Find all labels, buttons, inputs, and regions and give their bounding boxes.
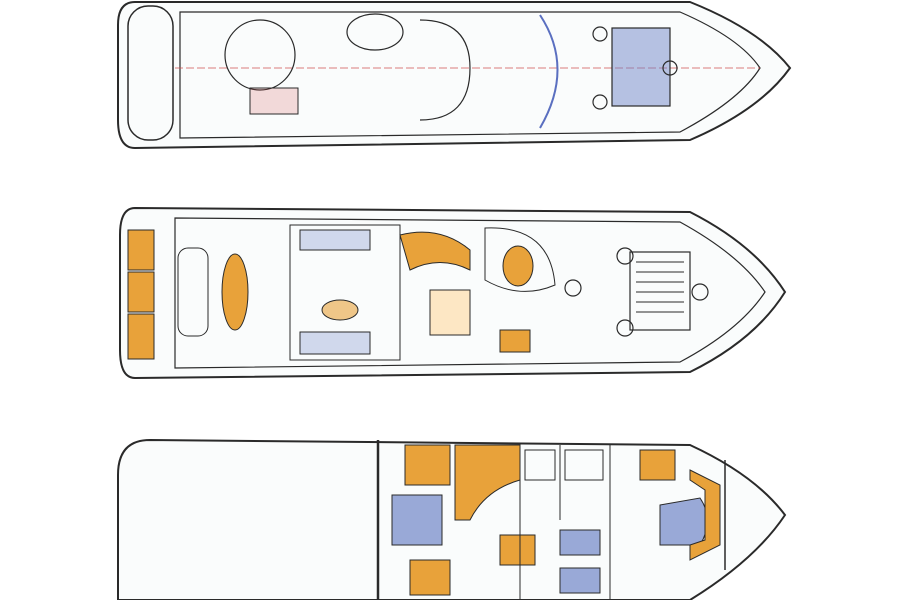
sunpad-stripes <box>636 261 684 313</box>
console-curve <box>419 19 471 121</box>
salon-sofa <box>299 229 371 251</box>
main-deck-plan <box>119 206 787 380</box>
flybridge-deck-plan <box>117 1 792 150</box>
cockpit-sofa <box>177 247 209 337</box>
salon-sofa <box>299 331 371 355</box>
cleat <box>592 94 608 110</box>
head <box>524 449 556 481</box>
main-deck-inner-outline <box>174 217 766 369</box>
cleat <box>691 283 709 301</box>
foredeck-sunpad <box>629 251 691 331</box>
vip-bed <box>659 497 708 546</box>
tender <box>127 5 174 141</box>
aft-cabin-bed <box>391 494 443 546</box>
windscreen <box>539 14 559 129</box>
forepeak-furniture <box>689 469 721 561</box>
helm-seat <box>499 329 531 353</box>
head <box>564 449 604 481</box>
swim-platform-cushion <box>127 313 155 360</box>
guest-bed <box>559 567 601 594</box>
dinette <box>484 227 556 292</box>
cabin-furniture <box>499 534 536 566</box>
lower-deck-hull-outline <box>117 438 787 600</box>
galley <box>429 289 471 336</box>
guest-bed <box>559 529 601 556</box>
stair-cabin <box>404 444 451 486</box>
cockpit-table <box>221 253 249 331</box>
salon <box>289 224 401 361</box>
hatch <box>564 279 582 297</box>
lower-deck-plan <box>117 438 787 600</box>
cabin-furniture <box>639 449 676 481</box>
wet-bar <box>346 13 404 51</box>
cleat <box>616 319 634 337</box>
sunpad <box>611 27 671 107</box>
cleat <box>616 247 634 265</box>
stairway <box>399 231 471 271</box>
swim-platform-cushion <box>127 271 155 313</box>
cleat <box>592 26 608 42</box>
dinette-table <box>502 245 534 287</box>
cabin-furniture <box>409 559 451 596</box>
helm-seating <box>224 19 296 91</box>
flybridge-hull-outline <box>117 1 792 150</box>
swim-platform-cushion <box>127 229 155 271</box>
cleat <box>662 60 678 76</box>
stair <box>249 87 299 115</box>
salon-table <box>321 299 359 321</box>
